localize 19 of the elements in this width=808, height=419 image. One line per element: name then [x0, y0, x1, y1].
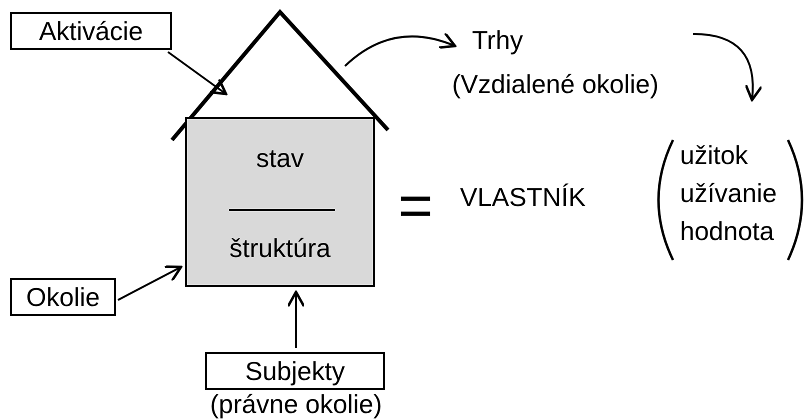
arrow: [118, 265, 182, 301]
label-box: Okolie: [10, 278, 116, 316]
list-item: užitok: [680, 140, 748, 170]
equals-sign: =: [398, 176, 434, 236]
text-label: Trhy (Vzdialené okolie): [452, 18, 659, 106]
structure-text: štruktúra: [228, 233, 332, 263]
list-item: hodnota: [680, 216, 774, 246]
owner-text: VLASTNÍK: [460, 182, 586, 212]
label-box: Subjekty: [205, 352, 385, 390]
arrow: [286, 290, 306, 348]
arrow: [344, 32, 456, 67]
list-item: užívanie: [680, 178, 777, 208]
caption-text: (právne okolie): [209, 390, 383, 418]
state-text: stav: [255, 143, 305, 173]
arrow: [167, 51, 228, 96]
label-box: Aktivácie: [10, 12, 172, 50]
arrow: [692, 33, 762, 102]
roof-drawing: [170, 8, 390, 142]
house-body: [185, 117, 375, 287]
